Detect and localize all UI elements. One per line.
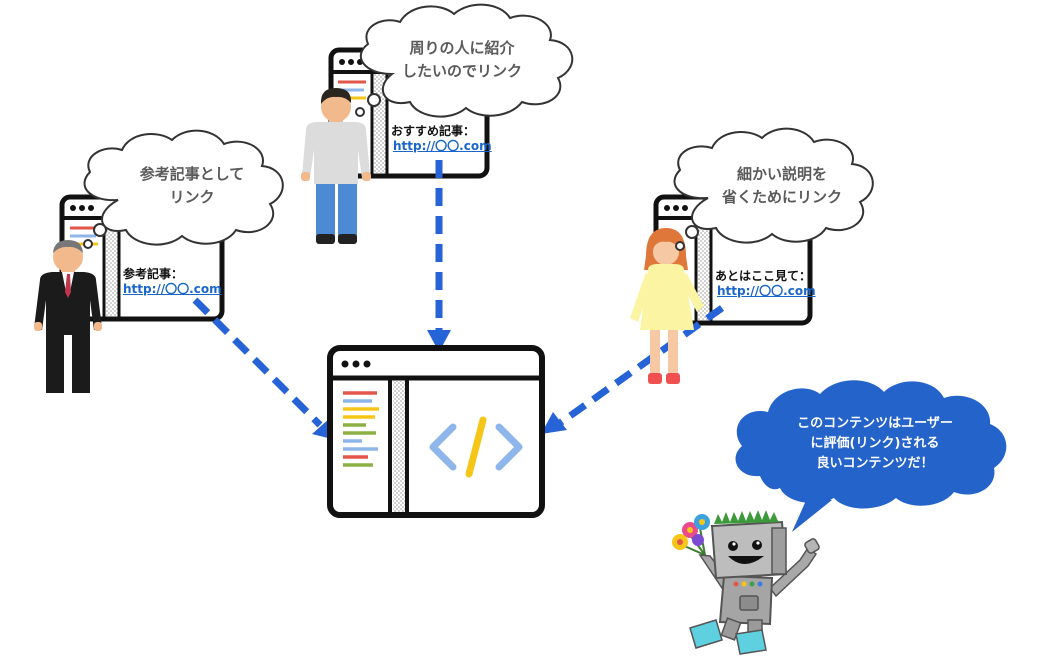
code-icon: [429, 416, 523, 478]
robot-bubble-line-1: このコンテンツはユーザー: [797, 416, 953, 431]
robot-speech-bubble: [735, 380, 1007, 532]
robot-bubble-line-2: に評価(リンク)される: [810, 436, 940, 451]
robot-mascot-icon: [672, 510, 820, 655]
bubble-text-woman: 細かい説明を 省くためにリンク: [702, 163, 862, 209]
link-url-top[interactable]: http://〇〇.com: [393, 139, 492, 153]
thought-bubble-top: [355, 3, 574, 118]
link-url-right[interactable]: http://〇〇.com: [717, 284, 816, 298]
flower-bouquet-icon: [672, 514, 710, 556]
bubble-line-2: リンク: [169, 188, 215, 206]
bubble-line-1: 周りの人に紹介: [409, 39, 515, 57]
arrow-top-to-center: [427, 160, 451, 352]
center-browser-window: [327, 345, 545, 518]
link-url-left[interactable]: http://〇〇.com: [123, 282, 222, 296]
arrow-left-to-center: [192, 297, 336, 440]
casual-man-icon: [301, 88, 371, 244]
link-label-top: おすすめ記事：: [391, 124, 476, 138]
bubble-line-2: したいのでリンク: [401, 62, 522, 80]
thought-bubble-left: [83, 129, 284, 249]
robot-bubble-text: このコンテンツはユーザー に評価(リンク)される 良いコンテンツだ！: [760, 414, 990, 474]
link-label-right: あとはここ見て：: [715, 269, 812, 283]
arrow-right-to-center: [541, 305, 725, 434]
bubble-text-casual-man: 周りの人に紹介 したいのでリンク: [382, 37, 542, 83]
link-label-left: 参考記事：: [123, 267, 184, 281]
bubble-line-2: 省くためにリンク: [721, 188, 842, 206]
bubble-line-1: 参考記事として: [139, 165, 245, 183]
robot-bubble-line-3: 良いコンテンツだ！: [816, 456, 934, 471]
bubble-line-1: 細かい説明を: [736, 165, 827, 183]
thought-bubble-right: [673, 127, 874, 251]
bubble-text-businessman: 参考記事として リンク: [112, 163, 272, 209]
code-lines: [343, 391, 379, 467]
woman-icon: [630, 228, 704, 384]
businessman-icon: [34, 240, 102, 393]
